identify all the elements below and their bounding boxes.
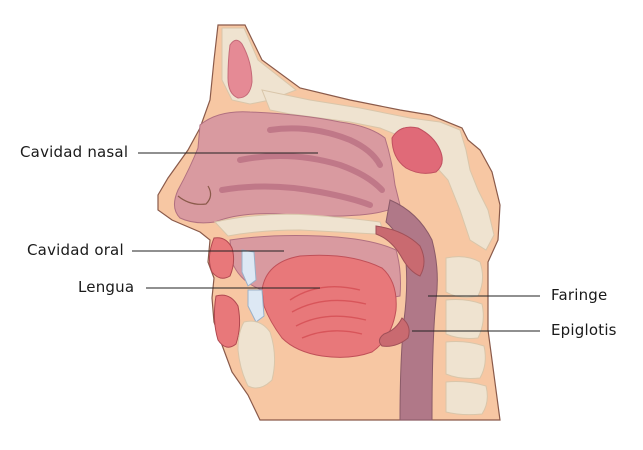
middle-turbinate <box>237 153 385 193</box>
lower-tooth <box>247 289 265 323</box>
vertebra <box>445 256 484 298</box>
superior-turbinate <box>267 125 383 168</box>
frontal-sinus <box>227 39 253 99</box>
label-epiglotis: Epiglotis <box>551 321 617 339</box>
tongue-muscle-lines <box>289 285 367 339</box>
label-cavidad-oral: Cavidad oral <box>27 241 124 259</box>
vertebra <box>445 341 486 379</box>
epiglottis <box>378 317 410 347</box>
mandible-bone <box>237 320 276 389</box>
vertebrae <box>445 256 488 416</box>
inferior-turbinate <box>219 183 373 208</box>
lower-lip <box>213 294 241 348</box>
sphenoid-sinus <box>391 126 443 174</box>
label-faringe: Faringe <box>551 286 608 304</box>
soft-palate <box>375 225 425 277</box>
label-lengua: Lengua <box>78 278 135 296</box>
upper-tooth <box>241 249 257 287</box>
vertebra <box>445 381 488 416</box>
upper-lip <box>208 237 235 279</box>
vertebra <box>445 299 484 339</box>
nostril <box>177 185 212 205</box>
label-cavidad-nasal: Cavidad nasal <box>20 143 129 161</box>
skull-base-bone <box>261 89 495 251</box>
